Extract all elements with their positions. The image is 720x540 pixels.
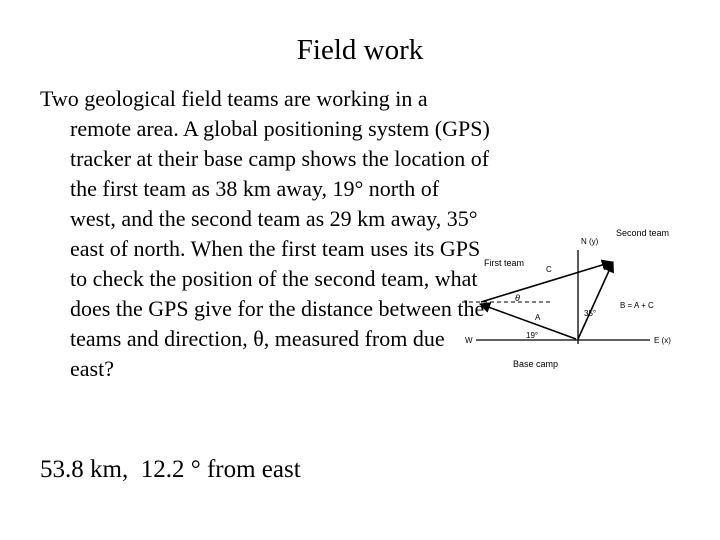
vector-a-arrow bbox=[478, 302, 577, 340]
first-team-label: First team bbox=[484, 258, 524, 268]
slide-title: Field work bbox=[296, 34, 424, 66]
answer-text: 53.8 km, 12.2 ° from east bbox=[40, 456, 301, 483]
problem-statement: Two geological field teams are working i… bbox=[40, 86, 490, 381]
east-axis-label: E (x) bbox=[654, 336, 671, 345]
west-label: W bbox=[465, 336, 473, 345]
north-axis-label: N (y) bbox=[581, 237, 599, 246]
theta-label: θ bbox=[515, 293, 520, 303]
base-camp-label: Base camp bbox=[513, 359, 558, 369]
vector-c-label: C bbox=[546, 265, 552, 274]
vector-b-label: B = A + C bbox=[620, 301, 654, 310]
vector-a-label: A bbox=[535, 313, 541, 322]
angle-35-label: 35° bbox=[584, 309, 596, 318]
vector-b-arrow bbox=[577, 260, 614, 340]
vector-c-arrow bbox=[480, 259, 614, 303]
angle-19-label: 19° bbox=[526, 331, 538, 340]
second-team-label: Second team bbox=[616, 228, 669, 238]
